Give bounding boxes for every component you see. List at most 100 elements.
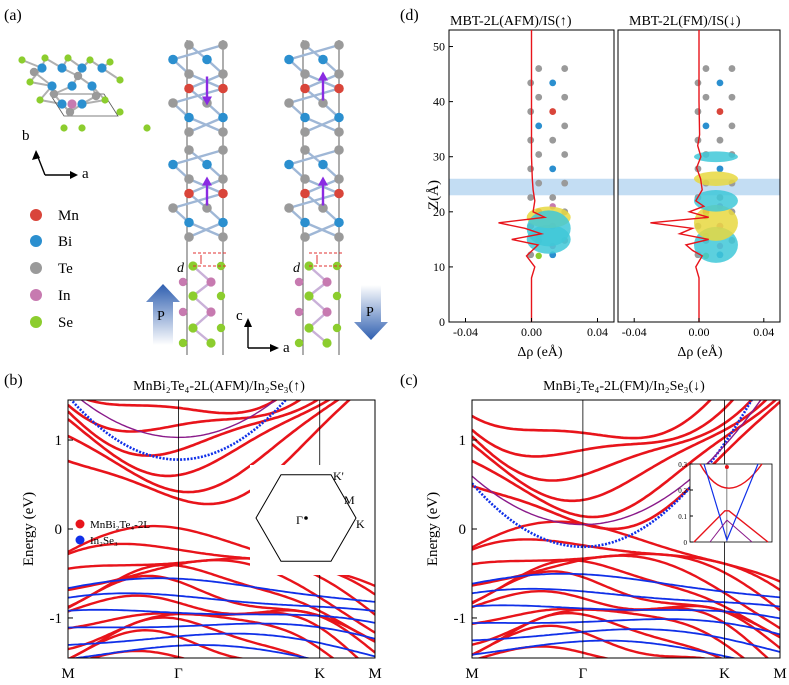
te-atom — [300, 127, 310, 137]
mbt-valence-band — [472, 552, 780, 612]
mbt-conduction-band — [472, 400, 754, 482]
in2se3-valence-band — [472, 587, 780, 608]
te-atom — [334, 40, 344, 50]
in2se3-valence-band — [472, 639, 738, 658]
bi-atom — [184, 217, 194, 228]
x-tick-label: -0.04 — [622, 325, 647, 339]
bi-atom — [334, 112, 344, 123]
mn-atom — [184, 188, 194, 199]
te-atom — [184, 232, 194, 242]
bond — [288, 87, 340, 105]
inset-atom — [527, 165, 535, 173]
se-atom — [78, 124, 86, 132]
mn-atom — [300, 83, 310, 94]
te-atom — [334, 174, 344, 184]
mbt-valence-band — [68, 594, 375, 654]
bi-atom — [77, 99, 87, 109]
legend-label: MnBi₂Te₄-2L — [90, 519, 150, 531]
charge-isosurface — [693, 151, 738, 163]
se-atom — [41, 54, 49, 62]
gamma-point — [304, 516, 308, 520]
panel-d-left-title: MBT-2L(AFM)/IS(↑) — [450, 14, 572, 29]
inset-atom — [527, 108, 535, 115]
mbt-conduction-band — [68, 400, 341, 494]
y-tick-label: 1 — [459, 433, 467, 449]
k-point-label: M — [61, 666, 74, 682]
te-atom — [334, 232, 344, 242]
in-atom — [206, 307, 216, 317]
bi-atom — [168, 159, 178, 170]
panel-c-title: MnBi₂Te₄-2L(FM)/In₂Se₃(↓) — [543, 379, 705, 394]
se-atom — [322, 338, 332, 348]
axis-a2-label: a — [283, 340, 290, 356]
y-tick-label: 30 — [433, 150, 445, 164]
te-atom — [300, 40, 310, 50]
in2se3-valence-band — [68, 632, 375, 658]
y-tick-label: 10 — [433, 260, 445, 274]
mbt-conduction-band — [68, 400, 302, 433]
inset-tick-label: 0.1 — [678, 513, 687, 521]
svg-text:In: In — [58, 288, 71, 304]
bi-atom — [87, 81, 97, 91]
inset-tick-label: 0.2 — [678, 487, 687, 495]
inset-atom — [728, 93, 736, 101]
inset-atom — [702, 93, 710, 101]
inset-atom — [728, 65, 736, 72]
mbt-conduction-band — [472, 400, 735, 458]
se-atom — [64, 54, 72, 62]
inset-atom — [561, 179, 569, 187]
te-atom — [218, 40, 228, 50]
bi-atom — [318, 159, 328, 170]
inset-atom — [549, 136, 557, 144]
top-view-lattice — [18, 54, 151, 132]
panel-d-ylabel: Z(Å) — [426, 180, 442, 210]
te-atom — [29, 67, 39, 77]
y-tick-label: 50 — [433, 40, 445, 54]
legend-marker — [75, 519, 85, 529]
k-point-label: M — [773, 666, 786, 682]
inset-atom — [549, 108, 557, 115]
te-atom — [91, 91, 101, 101]
mbt-conduction-band — [68, 400, 320, 457]
axis-a-label: a — [82, 166, 89, 182]
mn-atom — [334, 83, 344, 94]
bi-atom — [67, 81, 77, 91]
se-atom — [304, 323, 314, 333]
te-atom — [168, 203, 178, 213]
svg-text:Se: Se — [58, 315, 73, 331]
inset-atom — [702, 65, 710, 72]
se-atom — [86, 56, 94, 64]
bi-atom — [77, 63, 87, 73]
bond — [172, 43, 224, 61]
interface-highlight-band — [618, 178, 780, 196]
bond — [172, 192, 224, 210]
in-atom — [67, 99, 77, 109]
bi-atom — [202, 54, 212, 65]
te-atom — [334, 69, 344, 79]
legend-marker — [75, 535, 85, 545]
in-atom — [294, 277, 304, 287]
panel-a: (a) b a Mn Bi Te In Se d d — [4, 7, 388, 356]
te-atom — [184, 174, 194, 184]
se-atom — [26, 78, 34, 86]
in2se3-valence-band — [68, 592, 375, 612]
bond — [288, 148, 340, 166]
inset-atom — [535, 65, 543, 72]
top-view-axes — [32, 150, 78, 179]
mbt-valence-band — [68, 563, 375, 643]
se-atom — [36, 96, 44, 104]
charge-isosurface — [693, 204, 738, 241]
te-atom — [318, 203, 328, 213]
in2se3-valence-band — [472, 604, 780, 620]
se-atom — [188, 291, 198, 301]
bi-atom — [97, 63, 107, 73]
in-atom — [322, 277, 332, 287]
te-atom — [218, 127, 228, 137]
mbt-conduction-band — [68, 400, 352, 506]
mbt-valence-band — [68, 628, 246, 658]
legend-mn: Mn — [30, 208, 79, 224]
mbt-conduction-band — [472, 400, 713, 440]
inset-tick-label: 0 — [684, 539, 688, 547]
